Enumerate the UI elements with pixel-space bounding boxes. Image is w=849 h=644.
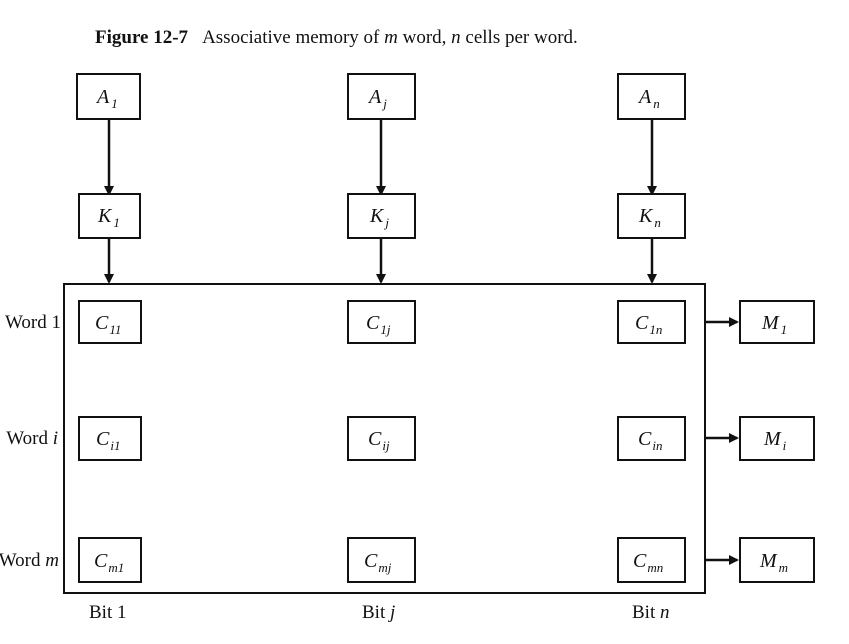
word-label-i: Word i	[6, 428, 58, 449]
cell-ci1: Ci1	[78, 416, 142, 461]
svg-text:Cin: Cin	[638, 428, 662, 453]
cell-cmj: Cmj	[347, 537, 416, 583]
cell-cm1: Cm1	[78, 537, 142, 583]
cell-cij: Cij	[347, 416, 416, 461]
svg-text:A1: A1	[95, 86, 118, 111]
bit-label-j: Bit j	[362, 602, 395, 623]
svg-text:Mm: Mm	[759, 550, 788, 575]
caption-var-m: m	[384, 27, 398, 48]
svg-text:Kn: Kn	[638, 205, 661, 230]
svg-text:C1j: C1j	[366, 312, 391, 337]
svg-text:Kj: Kj	[369, 205, 389, 230]
cell-cmn: Cmn	[617, 537, 686, 583]
svg-text:Cm1: Cm1	[94, 550, 124, 575]
svg-text:An: An	[637, 86, 660, 111]
svg-text:C1n: C1n	[635, 312, 662, 337]
figure-caption: Figure 12-7 Associative memory of m word,…	[95, 27, 578, 48]
caption-text-after: cells per word.	[461, 27, 578, 48]
svg-text:M1: M1	[761, 312, 787, 337]
cell-c1j: C1j	[347, 300, 416, 344]
svg-text:Aj: Aj	[367, 86, 387, 111]
svg-text:K1: K1	[97, 205, 120, 230]
word-label-1: Word 1	[5, 312, 61, 333]
cell-c1n: C1n	[617, 300, 686, 344]
svg-text:Cmj: Cmj	[364, 550, 392, 575]
svg-text:Cmn: Cmn	[633, 550, 663, 575]
bit-label-n: Bit n	[632, 602, 669, 623]
caption-text-mid: word,	[398, 27, 451, 48]
svg-text:C11: C11	[95, 312, 121, 337]
svg-text:Mi: Mi	[763, 428, 787, 453]
caption-text-before: Associative memory of	[202, 27, 384, 48]
caption-var-n: n	[451, 27, 461, 48]
bit-label-1: Bit 1	[89, 602, 126, 623]
word-label-m: Word m	[0, 550, 59, 571]
svg-text:Ci1: Ci1	[96, 428, 120, 453]
svg-text:Cij: Cij	[368, 428, 390, 453]
cell-cin: Cin	[617, 416, 686, 461]
cell-c11: C11	[78, 300, 142, 344]
caption-figure-number: Figure 12-7	[95, 27, 189, 48]
